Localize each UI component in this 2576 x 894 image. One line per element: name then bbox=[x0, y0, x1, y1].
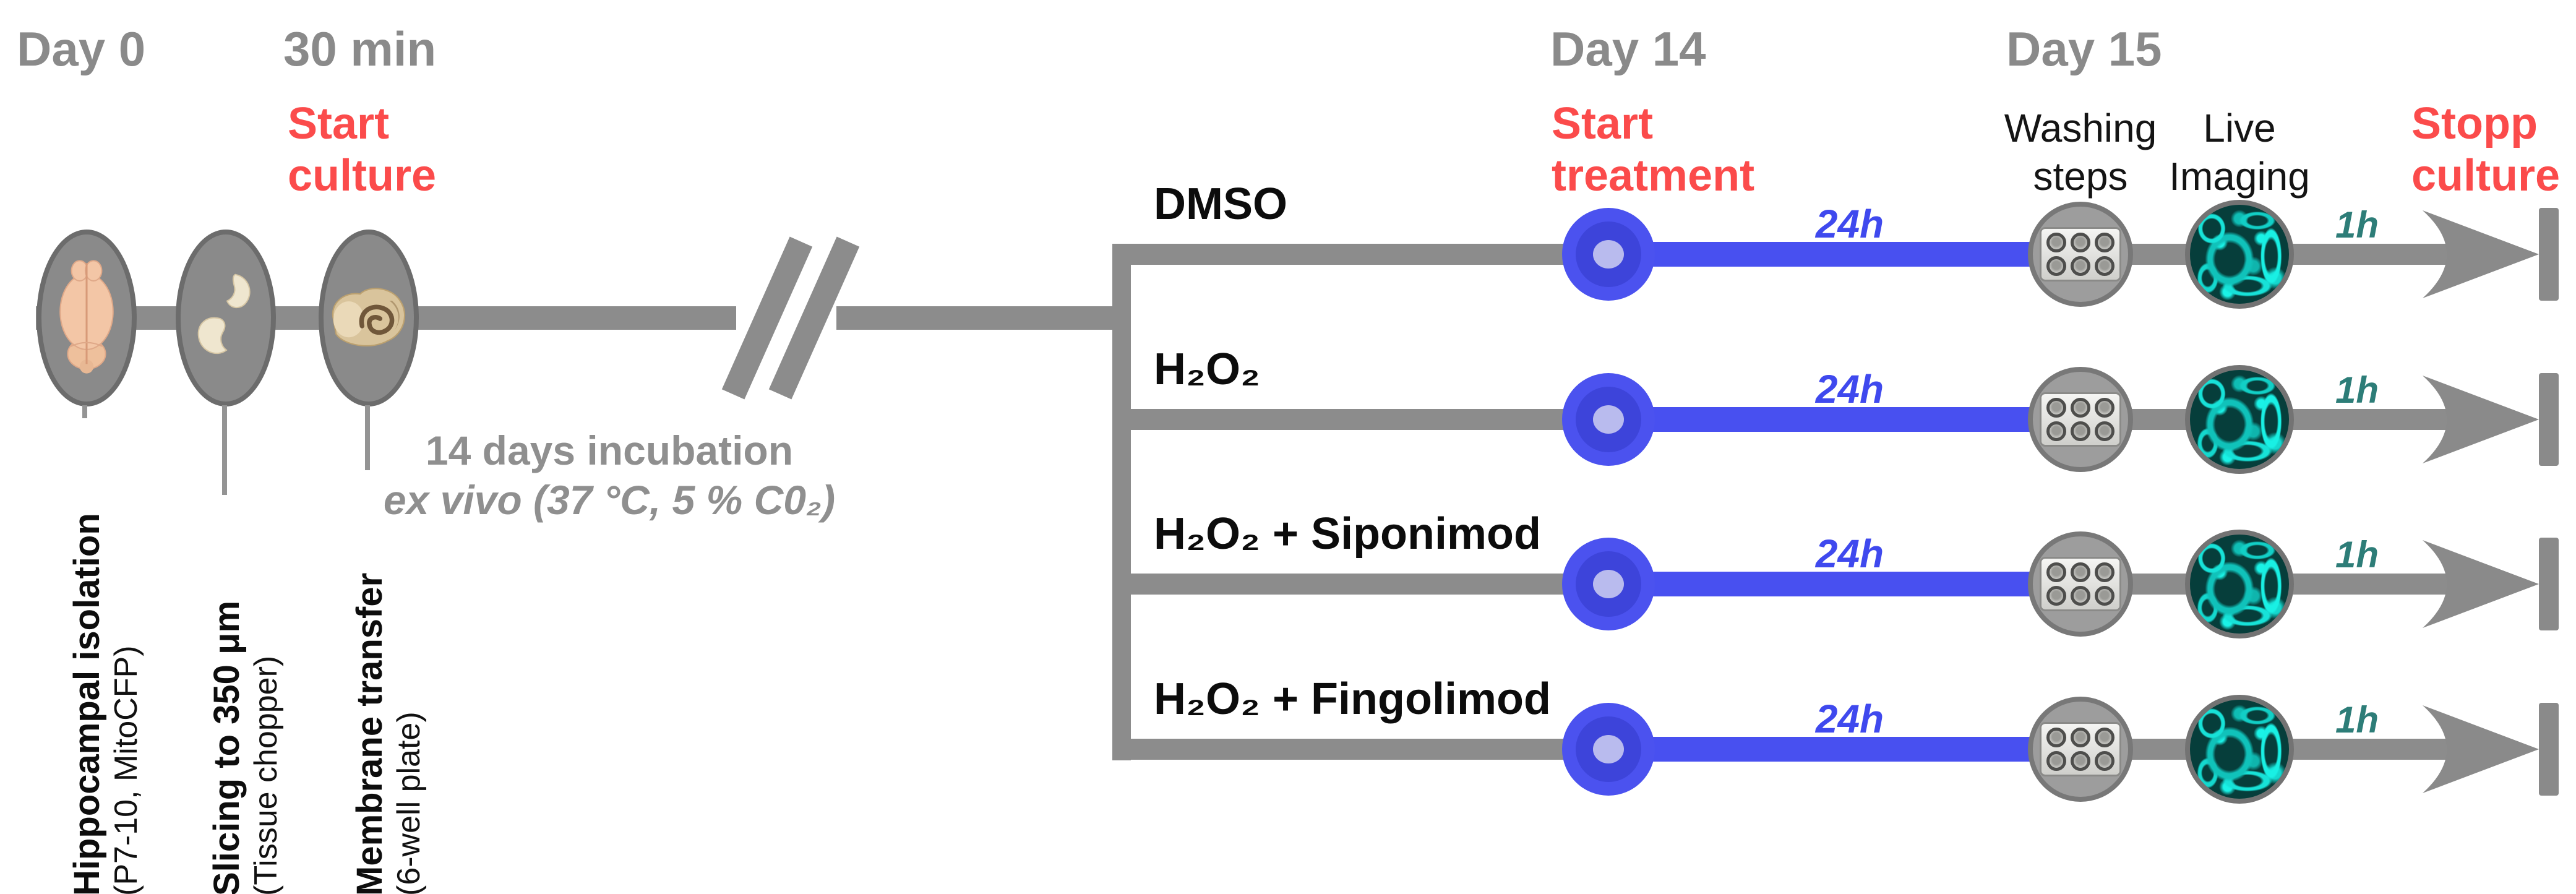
arrowhead-icon bbox=[2422, 375, 2540, 464]
prep-duration-label: 30 min bbox=[283, 22, 437, 76]
fluorescence-imaging-icon bbox=[2185, 365, 2294, 474]
prep-step-title: Membrane transfer bbox=[350, 572, 390, 894]
trunk-line-right bbox=[836, 306, 1131, 330]
timeline-end-icon bbox=[2539, 208, 2559, 301]
prep-step-label: Hippocampal isolation (P7-10, MitoCFP) bbox=[67, 513, 145, 894]
imaging-delay-label: 1h bbox=[2335, 699, 2379, 741]
fluorescence-imaging-icon bbox=[2185, 200, 2294, 309]
branch-connector-line bbox=[1112, 244, 1131, 760]
treatment-name: H₂O₂ + Fingolimod bbox=[1154, 674, 1551, 724]
timeline-end-icon bbox=[2539, 538, 2559, 630]
treatment-period-bar bbox=[1608, 242, 2037, 267]
treatment-start-marker-icon bbox=[1562, 208, 1655, 301]
treatment-start-marker-icon bbox=[1562, 703, 1655, 796]
prep-step-title: Slicing to 350 μm bbox=[207, 600, 247, 894]
treatment-start-marker-icon bbox=[1562, 538, 1655, 630]
prep-step-title: Hippocampal isolation bbox=[67, 513, 107, 894]
well-plate-icon bbox=[2028, 202, 2133, 307]
slice-culture-icon bbox=[319, 230, 419, 406]
fluorescence-imaging-icon bbox=[2185, 695, 2294, 804]
well-plate-icon bbox=[2028, 697, 2133, 802]
live-imaging-label: Live Imaging bbox=[2169, 106, 2310, 199]
prep-step-label: Membrane transfer (6-well plate) bbox=[350, 573, 427, 894]
washing-steps-label: Washing steps bbox=[2004, 106, 2157, 199]
treatment-period-bar bbox=[1608, 737, 2037, 762]
stopp-culture-label: Stopp culture bbox=[2411, 99, 2561, 200]
treatment-period-bar bbox=[1608, 572, 2037, 596]
treatment-duration-label: 24h bbox=[1815, 697, 1884, 741]
day14-label: Day 14 bbox=[1550, 22, 1706, 76]
treatment-period-bar bbox=[1608, 407, 2037, 432]
start-treatment-label: Start treatment bbox=[1552, 99, 1755, 200]
prep-step-detail: (Tissue chopper) bbox=[248, 655, 284, 894]
start-culture-label: Start culture bbox=[288, 99, 437, 200]
timeline-end-icon bbox=[2539, 703, 2559, 796]
well-plate-icon bbox=[2028, 367, 2133, 472]
treatment-name: H₂O₂ bbox=[1154, 345, 1260, 394]
callout-line bbox=[222, 405, 227, 495]
prep-step-detail: (6-well plate) bbox=[391, 711, 427, 894]
imaging-delay-label: 1h bbox=[2335, 534, 2379, 575]
treatment-duration-label: 24h bbox=[1815, 202, 1884, 246]
incubation-line2: ex vivo (37 °C, 5 % C0₂) bbox=[383, 477, 836, 523]
day15-label: Day 15 bbox=[2006, 22, 2162, 76]
imaging-delay-label: 1h bbox=[2335, 204, 2379, 246]
incubation-line1: 14 days incubation bbox=[425, 428, 794, 473]
treatment-start-marker-icon bbox=[1562, 373, 1655, 466]
arrowhead-icon bbox=[2422, 539, 2540, 629]
treatment-name: DMSO bbox=[1154, 179, 1287, 229]
arrowhead-icon bbox=[2422, 210, 2540, 299]
prep-step-detail: (P7-10, MitoCFP) bbox=[108, 645, 144, 894]
fluorescence-imaging-icon bbox=[2185, 530, 2294, 638]
imaging-delay-label: 1h bbox=[2335, 369, 2379, 411]
treatment-name: H₂O₂ + Siponimod bbox=[1154, 509, 1541, 559]
day0-label: Day 0 bbox=[17, 22, 146, 76]
prep-step-label: Slicing to 350 μm (Tissue chopper) bbox=[207, 601, 285, 894]
brain-icon bbox=[36, 230, 137, 406]
callout-line bbox=[365, 405, 370, 470]
treatment-duration-label: 24h bbox=[1815, 531, 1884, 576]
treatment-duration-label: 24h bbox=[1815, 367, 1884, 411]
callout-line bbox=[82, 405, 87, 418]
well-plate-icon bbox=[2028, 531, 2133, 637]
timeline-end-icon bbox=[2539, 373, 2559, 466]
arrowhead-icon bbox=[2422, 705, 2540, 794]
hippocampus-slices-icon bbox=[176, 230, 276, 406]
incubation-note: 14 days incubation ex vivo (37 °C, 5 % C… bbox=[331, 426, 888, 525]
